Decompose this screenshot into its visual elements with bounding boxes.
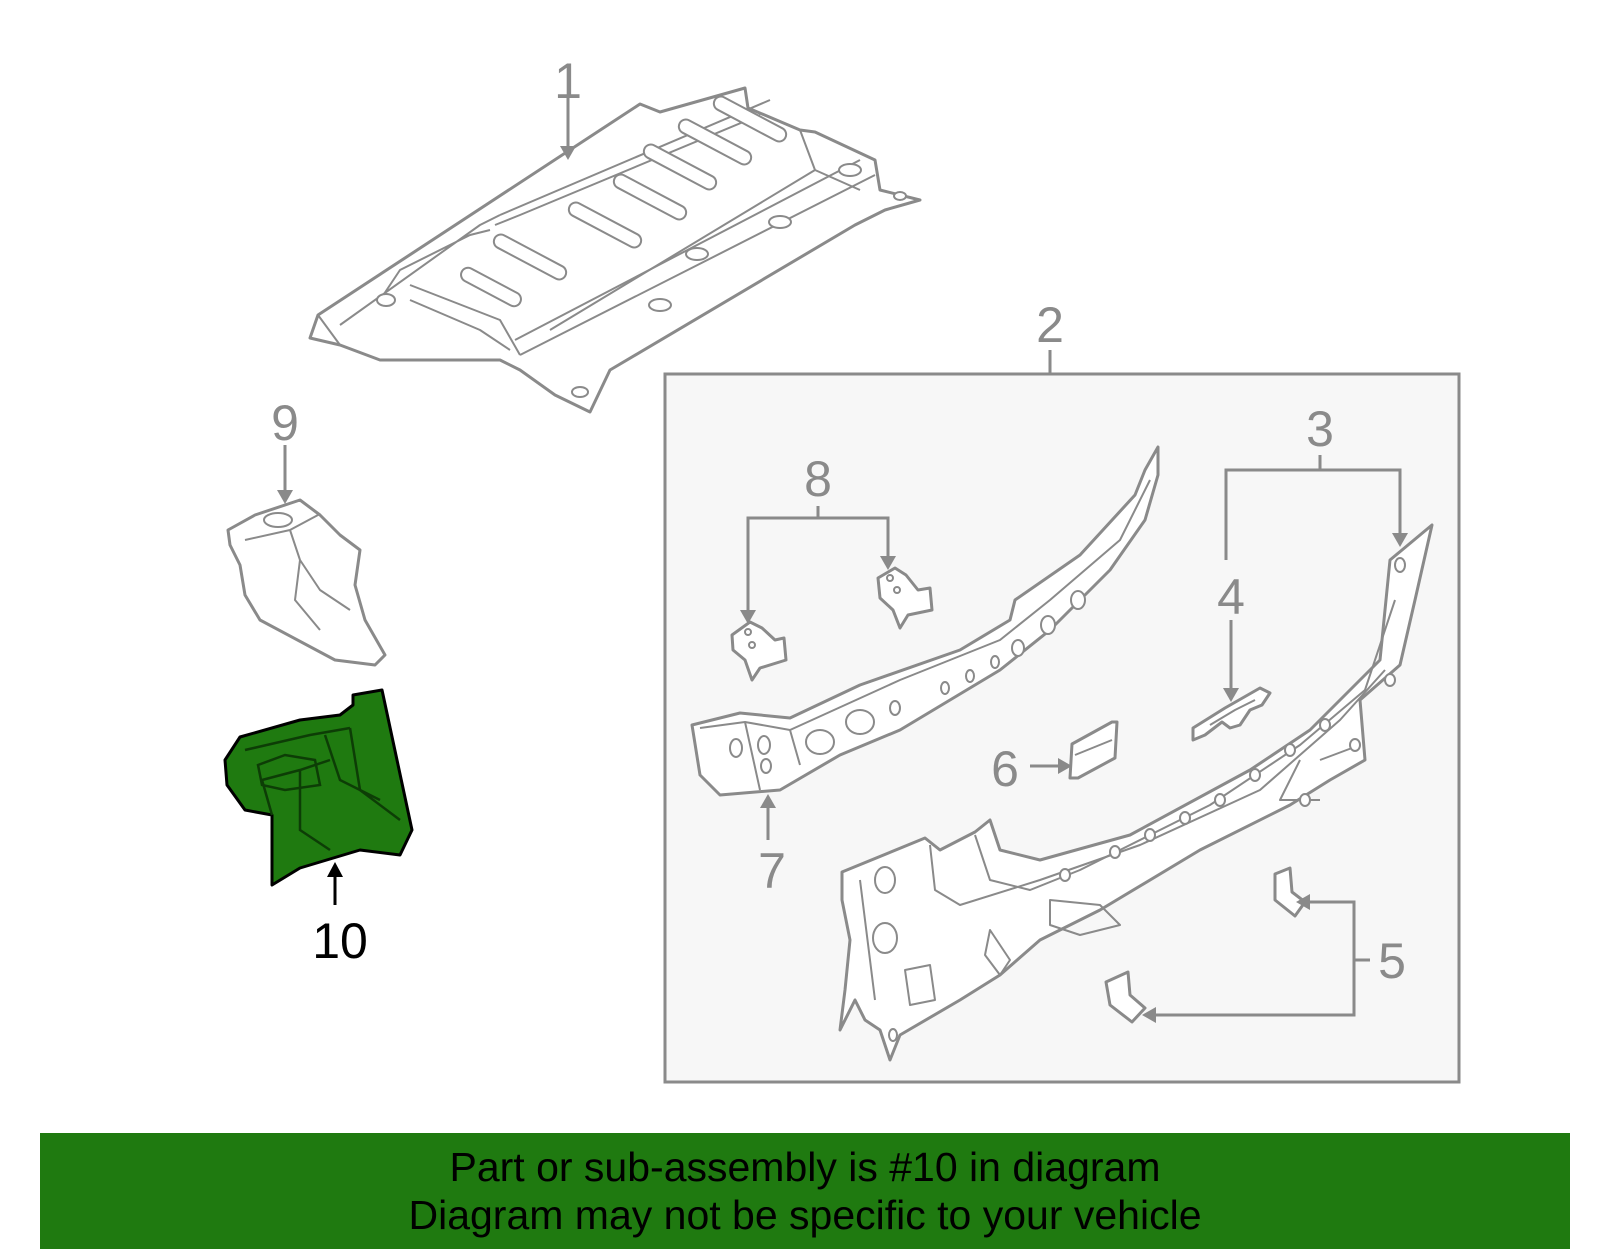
callout-6: 6 — [991, 741, 1019, 797]
part-5-bracket-lower[interactable] — [1104, 970, 1147, 1024]
part-4-bracket[interactable] — [1191, 686, 1272, 742]
part-8-bracket-right[interactable] — [876, 566, 934, 630]
part-10-highlighted[interactable] — [223, 688, 414, 887]
part-6-plate[interactable] — [1068, 720, 1119, 780]
callout-2: 2 — [1036, 297, 1064, 353]
banner-line-part: Part or sub-assembly is #10 in diagram — [449, 1144, 1161, 1190]
callout-4: 4 — [1217, 569, 1245, 625]
part-3-rear-panel[interactable] — [838, 523, 1434, 1062]
callout-1: 1 — [554, 53, 582, 109]
callout-5: 5 — [1378, 933, 1406, 989]
callout-3: 3 — [1306, 401, 1334, 457]
banner-line-disclaimer: Diagram may not be specific to your vehi… — [408, 1192, 1202, 1238]
callout-7: 7 — [758, 843, 786, 899]
part-8-bracket-left[interactable] — [730, 620, 788, 682]
part-9-mount[interactable] — [226, 498, 387, 667]
part-1-floor-panel[interactable] — [308, 86, 922, 414]
part-7-crossmember[interactable] — [690, 445, 1160, 797]
callout-9: 9 — [271, 395, 299, 451]
info-banner: Part or sub-assembly is #10 in diagram D… — [40, 1133, 1570, 1249]
callout-8: 8 — [804, 451, 832, 507]
callout-10: 10 — [312, 913, 368, 969]
